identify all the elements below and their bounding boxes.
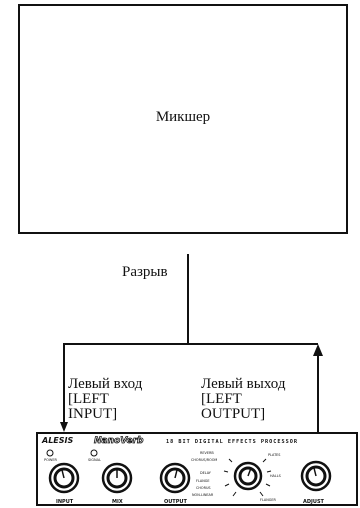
input-arrowhead	[60, 422, 68, 432]
selector-label-reverb: REVERB	[200, 451, 214, 455]
adjust-knob[interactable]	[300, 460, 332, 492]
signal-led-label: SIGNAL	[88, 458, 101, 462]
selector-label-flanger: FLANGER	[260, 498, 277, 502]
selector-label-chorus-room: CHORUS/ROOM	[191, 458, 217, 462]
power-led-label: POWER	[44, 458, 58, 462]
selector-label-delay: DELAY	[200, 471, 212, 475]
tagline: 18 BIT DIGITAL EFFECTS PROCESSOR	[166, 439, 298, 445]
power-led	[46, 449, 54, 457]
signal-led	[90, 449, 98, 457]
left-output-line2: [LEFT	[201, 391, 242, 407]
output-arrowhead	[313, 344, 323, 356]
left-input-line3: INPUT]	[68, 406, 118, 422]
adjust-knob-label: ADJUST	[303, 499, 325, 505]
selector-label-flange: FLANGE	[196, 479, 210, 483]
left-output-label: Левый выход [LEFT OUTPUT]	[201, 377, 285, 422]
selector-label-chorus: CHORUS	[196, 486, 211, 490]
selector-label-non-linear: NON-LINEAR	[192, 493, 214, 497]
output-knob[interactable]	[159, 462, 191, 494]
left-input-label: Левый вход [LEFT INPUT]	[68, 377, 142, 422]
left-input-line1: Левый вход	[68, 376, 143, 392]
break-label: Разрыв	[122, 264, 168, 280]
selector-label-halls: HALLS	[270, 474, 281, 478]
model-logo: NanoVerb	[94, 436, 144, 446]
effects-processor-panel: ALESIS NanoVerb 18 BIT DIGITAL EFFECTS P…	[36, 432, 358, 506]
output-knob-label: OUTPUT	[164, 499, 187, 505]
input-knob[interactable]	[48, 462, 80, 494]
left-output-line3: OUTPUT]	[201, 406, 266, 422]
mixer-block: Микшер	[18, 4, 348, 234]
program-selector-knob[interactable]	[223, 458, 272, 497]
mix-knob[interactable]	[101, 462, 133, 494]
input-knob-label: INPUT	[56, 499, 74, 505]
selector-label-plates: PLATES	[268, 453, 280, 457]
brand-logo: ALESIS	[41, 436, 73, 445]
mix-knob-label: MIX	[112, 499, 123, 505]
mixer-label: Микшер	[155, 109, 211, 125]
left-output-line1: Левый выход	[201, 376, 286, 392]
left-input-line2: [LEFT	[68, 391, 109, 407]
